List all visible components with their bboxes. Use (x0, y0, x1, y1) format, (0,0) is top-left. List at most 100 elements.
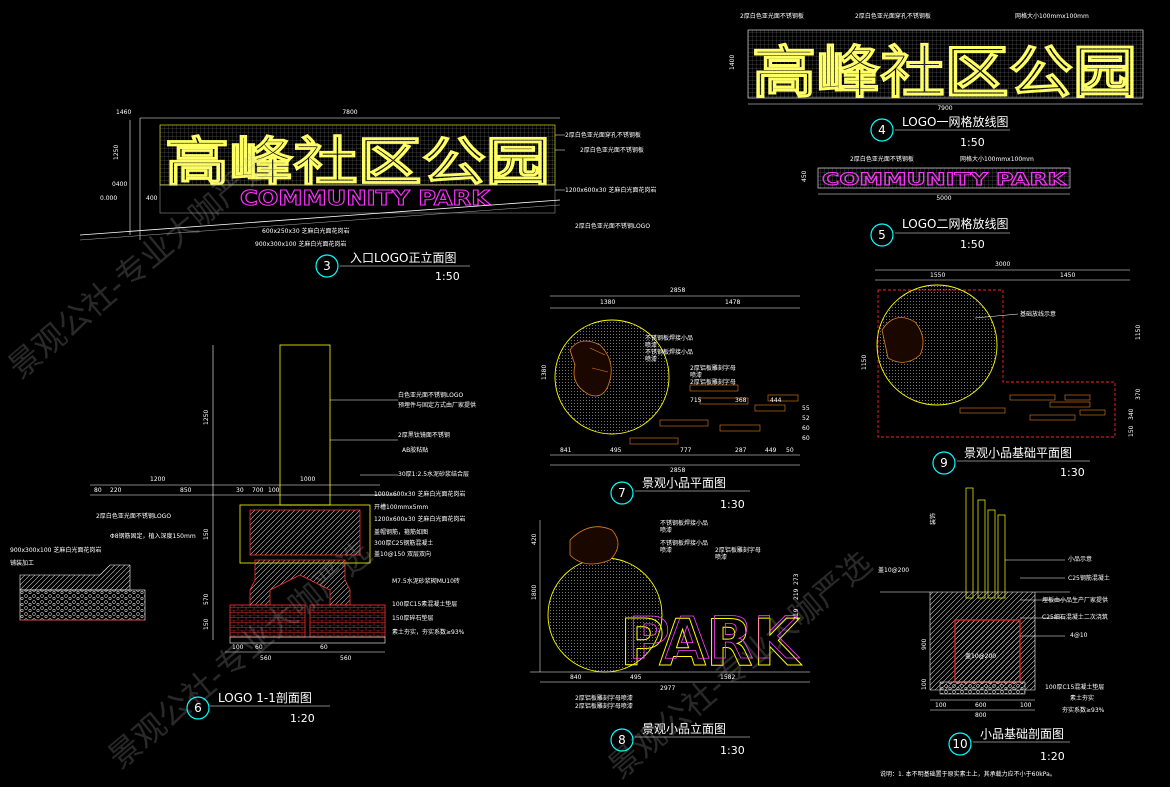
v6-dim-g: 1000 (300, 476, 315, 483)
v6-dim-c: 850 (180, 487, 192, 494)
v3-num: 3 (323, 259, 331, 273)
v8-note-4: 喷漆 (660, 546, 672, 554)
v9-dim-r2: 370 (1135, 388, 1142, 400)
v6-note-9: 盖帽钢筋，箍筋如图 (374, 528, 428, 536)
v10-note-7: 素土夯实 (1070, 694, 1094, 702)
v8-park-word-shadow: PARK (628, 604, 800, 672)
v10-dim-h2: 100 (921, 678, 928, 690)
v3-logo-main: 高峰社区公园 (165, 133, 550, 193)
v10-dim-w4: 800 (975, 712, 987, 719)
v8-num: 8 (618, 733, 626, 747)
v10-num: 10 (952, 737, 967, 751)
v10-dim-b: 盖10@200 (965, 652, 996, 660)
v6-dim-side3: 570 (203, 593, 210, 605)
v9-num: 9 (940, 456, 948, 470)
v6-note-2: 预埋件与固定方式由厂家提供 (398, 401, 476, 409)
v4-scale: 1:50 (960, 136, 985, 149)
v7-dim-e: 444 (770, 397, 782, 404)
v10-note-4: C25细石混凝土二次浇筑 (1042, 613, 1108, 621)
v7-note-4: 喷漆 (645, 355, 657, 363)
v7-dim-g: 495 (610, 447, 622, 454)
v3-title: 入口LOGO正立面图 (350, 250, 456, 265)
v4-note-3: 网格大小100mmx100mm (1015, 12, 1089, 20)
v8-note-8: 2厚铝板雕刻字母喷漆 (575, 702, 633, 710)
v6-scale: 1:20 (290, 712, 315, 725)
v7-dim-h: 777 (680, 447, 692, 454)
v3-dim-h4: 0.000 (100, 195, 117, 202)
v9-title: 景观小品基础平面图 (964, 446, 1072, 460)
v7-num: 7 (618, 486, 626, 500)
v10-dim-side: 装饰 (929, 513, 937, 525)
view-8-elevation: PARK PARK 1800 420 840 495 1582 2977 219… (530, 519, 810, 757)
v8-title: 景观小品立面图 (642, 721, 726, 736)
v9-dim-b: 1450 (1060, 272, 1075, 279)
view-5-grid: COMMUNITY PARK 2厚白色亚光面不锈钢板 网格大小100mmx100… (801, 155, 1071, 251)
v6-dim-d: 30 (236, 487, 244, 494)
v6-note-7: 开槽100mmx5mm (374, 503, 428, 511)
v6-dim-b5: 560 (340, 655, 352, 662)
v6-note-4: AB胶粘贴 (402, 446, 428, 454)
v7-dim-top: 2858 (670, 287, 685, 294)
v3-dim-h1: 1460 (116, 109, 131, 116)
v5-note-1: 2厚白色亚光面不锈钢板 (850, 155, 914, 163)
v3-dim-h5: 400 (146, 195, 158, 202)
v6-note-15: 素土夯实，夯实系数≥93% (392, 628, 465, 636)
v6-title: LOGO 1-1剖面图 (218, 691, 312, 705)
v7-dim-b: 1478 (725, 299, 740, 306)
v3-dim-h3: 0400 (112, 181, 127, 188)
v7-dim-left: 1380 (541, 365, 548, 380)
v6-note-10: 300厚C25钢筋混凝土 (374, 539, 433, 547)
v10-note-8: 夯实系数≥93% (1062, 706, 1105, 714)
v6-note-14: 150厚碎石垫层 (392, 614, 433, 622)
v10-dim-w1: 100 (935, 702, 947, 709)
v3-note-6: 900x300x100 芝麻白光面花岗岩 (255, 240, 346, 248)
v6-note-5: 30厚1:2.5水泥砂浆结合层 (398, 470, 469, 478)
v7-dim-c: 715 (690, 397, 702, 404)
v4-dim-w: 7900 (937, 105, 952, 112)
v8-dim-a: 840 (570, 674, 582, 681)
v8-note-1: 不锈钢板焊接小品 (660, 519, 708, 527)
v8-note-7: 2厚铝板雕刻字母喷漆 (575, 694, 633, 702)
v8-dim-total: 2977 (660, 685, 675, 692)
v6-note-1: 白色亚光面不锈钢LOGO (398, 391, 464, 399)
v7-dim-r2: 52 (802, 415, 810, 422)
v6-note-11: 盖10@150 双层双向 (374, 550, 431, 558)
v7-title: 景观小品平面图 (642, 476, 726, 490)
v9-dim-r3: 340 (1128, 408, 1135, 420)
v10-scale: 1:20 (1040, 750, 1065, 763)
v6-note-8: 1200x600x30 芝麻白光面花岗岩 (374, 515, 465, 523)
view-4-grid: 高峰社区公园 2厚白色亚光面不锈钢板 2厚白色亚光面穿孔不锈钢板 网格大小100… (729, 12, 1144, 149)
v6-left-note-3: 900x300x100 芝麻白光面花岗岩 (10, 546, 101, 554)
v7-dim-bottom: 2858 (670, 467, 685, 474)
v6-note-13: 100厚C15素混凝土垫层 (392, 600, 457, 608)
v5-dim-h: 450 (801, 170, 808, 182)
v5-dim-w: 5000 (936, 195, 951, 202)
v8-note-3: 不锈钢板焊接小品 (660, 539, 708, 547)
v7-dim-i: 287 (735, 447, 747, 454)
v7-note-2: 喷漆 (645, 341, 657, 349)
v3-logo-sub: COMMUNITY PARK (240, 186, 492, 210)
v9-dim-r1: 1150 (1135, 325, 1142, 340)
v4-note-1: 2厚白色亚光面不锈钢板 (740, 12, 804, 20)
v8-dim-r3: 273 (793, 573, 800, 585)
v6-dim-b4: 60 (320, 644, 328, 651)
v7-dim-k: 50 (786, 447, 794, 454)
v10-note-2: C25钢筋混凝土 (1068, 574, 1110, 582)
view-7-plan: 2858 1380 1478 1380 841 495 777 287 449 … (541, 287, 810, 511)
v3-scale: 1:50 (435, 270, 460, 283)
v6-dim-side1: 1250 (203, 410, 210, 425)
v8-note-2: 喷漆 (660, 526, 672, 534)
v10-note-6: 100厚C15混凝土垫层 (1045, 683, 1104, 691)
v6-dim-a: 80 (94, 487, 102, 494)
view-9-foundation-plan: 3000 1550 1450 基础放线示意 1150 1150 370 340 … (861, 261, 1142, 479)
v5-scale: 1:50 (960, 238, 985, 251)
v3-note-2: 2厚白色亚光面不锈钢板 (580, 146, 644, 154)
v7-note-5: 2厚铝板雕刻字母 (690, 364, 736, 372)
v6-left-note-4: 铺装加工 (10, 559, 34, 567)
v4-logo-main: 高峰社区公园 (752, 41, 1137, 106)
v8-scale: 1:30 (720, 744, 745, 757)
v8-dim-c: 1582 (720, 674, 735, 681)
v6-note-6: 1000x600x30 芝麻白光面花岗岩 (374, 490, 465, 498)
view-3-elevation: 7800 1460 1250 0400 0.000 400 高峰社区公园 COM… (79, 109, 656, 283)
